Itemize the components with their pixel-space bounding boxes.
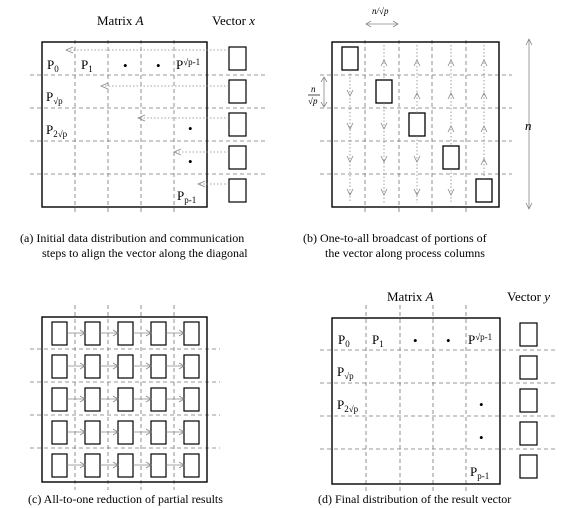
label-psqrt: P√p	[46, 89, 63, 106]
vector-block	[228, 112, 247, 137]
matrix-c-border	[41, 316, 208, 483]
panel-c: (c) All-to-one reduction of partial resu…	[28, 305, 223, 506]
partial-block	[117, 420, 134, 445]
vector-x-boxes	[228, 46, 247, 203]
dot: •	[188, 121, 193, 136]
label-p2sqrt: P2√p	[337, 397, 359, 414]
vector-block	[442, 145, 460, 170]
dot: •	[446, 333, 451, 348]
vector-block	[519, 388, 538, 413]
vector-block	[408, 112, 426, 137]
partial-block	[150, 321, 167, 346]
partial-block	[51, 321, 68, 346]
vector-block	[228, 145, 247, 170]
vector-block	[519, 322, 538, 347]
dim-side-den: √p	[308, 96, 318, 106]
grid-lines	[320, 305, 555, 492]
dot: •	[479, 397, 484, 412]
panel-a: Matrix A Vector x	[20, 13, 265, 260]
vector-block	[228, 79, 247, 104]
dot: •	[479, 430, 484, 445]
partial-result-blocks	[51, 321, 200, 478]
vector-block	[519, 421, 538, 446]
label-psqrt-minus-1: P√p-1	[468, 332, 492, 347]
vector-block	[475, 178, 493, 203]
vector-block	[375, 79, 393, 104]
partial-block	[117, 321, 134, 346]
partial-block	[150, 354, 167, 379]
dim-side-num: n	[311, 84, 316, 94]
partial-block	[84, 354, 101, 379]
partial-block	[117, 354, 134, 379]
partial-block	[117, 387, 134, 412]
vector-y-title: Vector y	[507, 289, 550, 304]
partial-block	[117, 453, 134, 478]
partial-block	[183, 453, 200, 478]
grid-lines	[30, 40, 265, 215]
vector-block	[228, 178, 247, 203]
label-p1: P1	[81, 57, 93, 74]
partial-block	[51, 453, 68, 478]
matrix-d-border	[331, 317, 501, 485]
dim-top-label: n/√p	[372, 6, 389, 16]
label-pp-minus-1: Pp-1	[177, 188, 196, 205]
caption-b-line2: the vector along process columns	[325, 246, 485, 260]
grid-lines	[320, 40, 512, 215]
caption-c: (c) All-to-one reduction of partial resu…	[28, 492, 223, 506]
partial-block	[84, 321, 101, 346]
matrix-a-title-d: Matrix A	[387, 289, 434, 304]
matrix-b-border	[331, 41, 500, 208]
matrix-a-border	[41, 41, 208, 208]
partial-block	[150, 420, 167, 445]
label-pp-minus-1: Pp-1	[470, 464, 489, 481]
vector-block	[519, 454, 538, 479]
matrix-a-title: Matrix A	[97, 13, 144, 28]
partial-block	[84, 453, 101, 478]
dot: •	[413, 333, 418, 348]
caption-a-line1: (a) Initial data distribution and commun…	[20, 231, 244, 245]
panel-b: n/√p	[303, 6, 533, 260]
reduction-arrows	[67, 329, 185, 469]
partial-block	[51, 420, 68, 445]
dot: •	[123, 58, 128, 73]
vector-x-title: Vector x	[212, 13, 255, 28]
label-p2sqrt: P2√p	[46, 122, 68, 139]
partial-block	[183, 321, 200, 346]
partial-block	[183, 420, 200, 445]
caption-b-line1: (b) One-to-all broadcast of portions of	[303, 231, 487, 245]
caption-d: (d) Final distribution of the result vec…	[318, 492, 511, 506]
partial-block	[150, 453, 167, 478]
dot: •	[156, 58, 161, 73]
caption-a-line2: steps to align the vector along the diag…	[42, 246, 248, 260]
vector-y-boxes	[519, 322, 538, 479]
alignment-arrows	[64, 46, 229, 188]
label-p0: P0	[338, 332, 350, 349]
vector-block	[519, 355, 538, 380]
partial-block	[84, 387, 101, 412]
broadcast-arrows	[346, 45, 488, 203]
label-psqrt: P√p	[337, 364, 354, 381]
grid-lines	[30, 305, 220, 490]
partial-block	[51, 387, 68, 412]
dot: •	[188, 154, 193, 169]
process-labels: P0 P1 • • P√p-1 P√p P2√p • • Pp-1	[46, 57, 200, 205]
process-labels: P0 P1 • • P√p-1 P√p P2√p • • Pp-1	[337, 332, 492, 481]
label-p0: P0	[47, 57, 59, 74]
label-p1: P1	[372, 332, 384, 349]
panel-d: Matrix A Vector y P0 P1 • • P√p-1 P√	[318, 289, 555, 506]
partial-block	[150, 387, 167, 412]
partial-block	[183, 387, 200, 412]
vector-block	[341, 46, 359, 71]
label-psqrt-minus-1: P√p-1	[176, 57, 200, 72]
partial-block	[183, 354, 200, 379]
dim-n-label: n	[525, 118, 532, 133]
partial-block	[51, 354, 68, 379]
partial-block	[84, 420, 101, 445]
vector-block	[228, 46, 247, 71]
